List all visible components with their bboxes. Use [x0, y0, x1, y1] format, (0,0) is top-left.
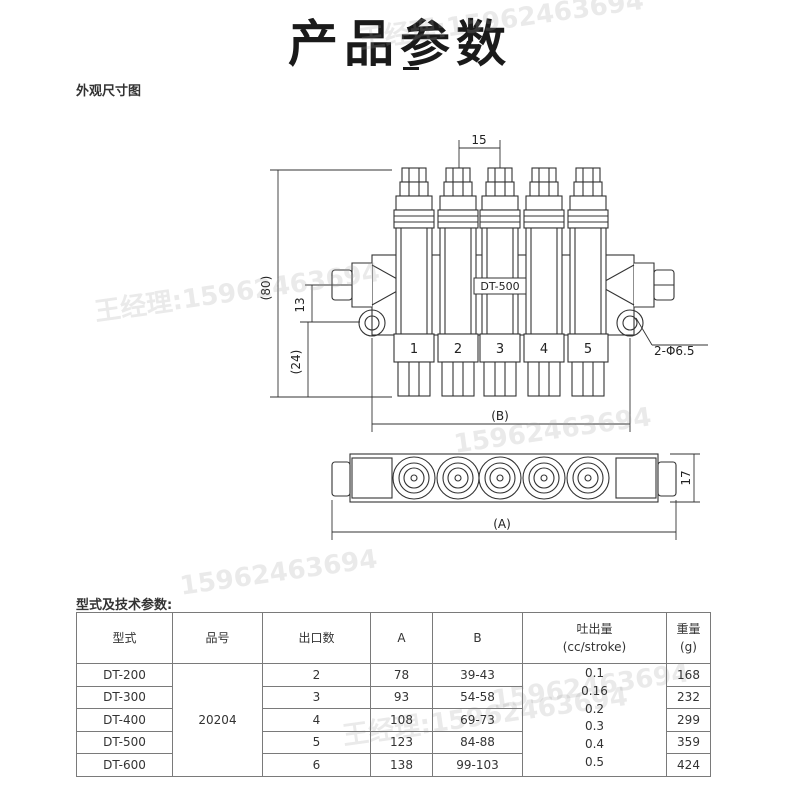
header-outlets: 出口数: [262, 612, 371, 664]
dim-hole: 2-Φ6.5: [654, 344, 695, 358]
cell-b: 69-73: [432, 708, 523, 732]
cell-a: 93: [370, 685, 433, 709]
cell-weight: 299: [666, 708, 711, 732]
outlet-number: 2: [454, 342, 462, 357]
title-underline: [403, 67, 419, 70]
cell-weight: 232: [666, 685, 711, 709]
cell-output-values: 0.1 0.16 0.2 0.3 0.4 0.5: [522, 663, 667, 777]
dim-pitch: 15: [471, 133, 486, 147]
outlet-number: 4: [540, 342, 548, 357]
header-output-line1: 吐出量: [576, 622, 613, 636]
cell-model: DT-600: [76, 753, 173, 777]
cell-model: DT-200: [76, 663, 173, 687]
output-value: 0.1: [584, 665, 605, 680]
cell-b: 99-103: [432, 753, 523, 777]
spec-table: 型式 品号 出口数 A B 吐出量 (cc/stroke) 重量 (g) DT-…: [76, 612, 711, 777]
outlet-number: 3: [496, 342, 504, 357]
right-mount-hole-inner: [622, 315, 638, 331]
output-value: 0.2: [584, 701, 605, 716]
table-row: DT-500 5 123 84-88 359: [76, 730, 711, 754]
output-value: 0.3: [584, 719, 605, 734]
outlet-column: [393, 167, 435, 397]
header-weight-line1: 重量: [676, 622, 701, 636]
outlet-number: 1: [410, 342, 418, 357]
header-b: B: [432, 612, 523, 664]
right-side-fitting: [634, 262, 655, 308]
right-mount-hole-outer: [616, 309, 644, 337]
spec-section-label: 型式及技术参数:: [76, 598, 173, 613]
page-title: 产品参数: [288, 15, 512, 73]
cell-model: DT-300: [76, 685, 173, 709]
model-label: DT-500: [480, 280, 519, 293]
header-model: 型式: [76, 612, 173, 664]
plan-outlet: [392, 456, 436, 500]
header-output-line2: (cc/stroke): [562, 640, 627, 654]
table-row: DT-400 4 108 69-73 299: [76, 708, 711, 732]
plan-outlet: [478, 456, 522, 500]
header-weight-line2: (g): [680, 640, 697, 654]
output-value: 0.4: [584, 737, 605, 752]
table-row: DT-300 3 93 54-58 232: [76, 685, 711, 709]
outlet-column: [437, 167, 479, 397]
cell-part-no: 20204: [172, 663, 263, 777]
dimensions-section-label: 外观尺寸图: [76, 84, 142, 99]
cell-b: 84-88: [432, 730, 523, 754]
output-value: 0.5: [584, 755, 605, 770]
cell-weight: 359: [666, 730, 711, 754]
table-header-row: 型式 品号 出口数 A B 吐出量 (cc/stroke) 重量 (g): [76, 612, 711, 664]
cell-b: 39-43: [432, 663, 523, 687]
cell-outlets: 6: [262, 753, 371, 777]
plan-outlet: [566, 456, 610, 500]
dim-depth: 17: [679, 470, 693, 485]
cell-model: DT-500: [76, 730, 173, 754]
dim-b: (B): [491, 409, 509, 423]
table-row: DT-200 20204 2 78 39-43 0.1 0.16 0.2 0.3…: [76, 663, 711, 777]
dim-height-total: (80): [259, 276, 273, 301]
cell-model: DT-400: [76, 708, 173, 732]
cell-outlets: 2: [262, 663, 371, 687]
header-output: 吐出量 (cc/stroke): [522, 612, 667, 664]
header-part-no: 品号: [172, 612, 263, 664]
cell-outlets: 4: [262, 708, 371, 732]
cell-a: 78: [370, 663, 433, 687]
cell-weight: 424: [666, 753, 711, 777]
left-mount-hole-outer: [358, 309, 386, 337]
cell-b: 54-58: [432, 685, 523, 709]
cell-weight: 168: [666, 663, 711, 687]
dim-a: (A): [493, 517, 511, 531]
outlet-column: [523, 167, 565, 397]
cell-a: 123: [370, 730, 433, 754]
plan-outlet: [522, 456, 566, 500]
dim-offset: 13: [293, 297, 307, 312]
cell-outlets: 3: [262, 685, 371, 709]
dim-height-lower: (24): [289, 350, 303, 375]
header-a: A: [370, 612, 433, 664]
outlet-column: [567, 167, 609, 397]
table-row: DT-600 6 138 99-103 424: [76, 753, 711, 777]
plan-outlet: [436, 456, 480, 500]
cell-a: 138: [370, 753, 433, 777]
left-mount-hole-inner: [364, 315, 380, 331]
cell-outlets: 5: [262, 730, 371, 754]
header-weight: 重量 (g): [666, 612, 711, 664]
outlet-number: 5: [584, 342, 592, 357]
output-value: 0.16: [581, 683, 608, 698]
cell-a: 108: [370, 708, 433, 732]
